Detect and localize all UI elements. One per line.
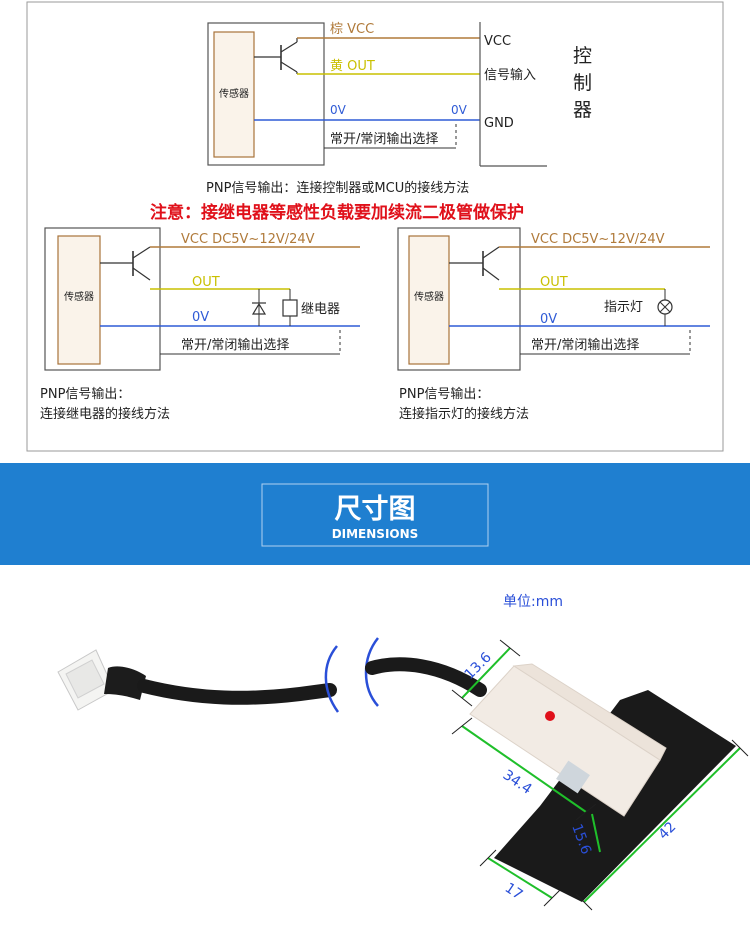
relay-sensor-inner xyxy=(57,235,101,365)
controller-signal: 信号输入 xyxy=(484,67,536,83)
lamp-vcc-label: VCC DC5V~12V/24V xyxy=(531,232,665,247)
dimensions-banner: 尺寸图 DIMENSIONS xyxy=(0,463,750,565)
gnd-left-label: 0V xyxy=(330,103,347,117)
lamp-load-label: 指示灯 xyxy=(604,300,643,315)
relay-sensor-outer xyxy=(44,227,161,371)
sensor-label: 传感器 xyxy=(219,87,249,100)
out-wire-label: 黄 OUT xyxy=(330,59,375,74)
lamp-transistor-collector xyxy=(482,246,500,259)
sensor-outer-box xyxy=(207,22,325,166)
relay-transistor-collector xyxy=(132,246,151,259)
banner-subtitle: DIMENSIONS xyxy=(332,527,419,541)
lamp-transistor-emitter xyxy=(482,267,500,281)
dim-17-line xyxy=(487,857,553,899)
relay-caption-2: 连接继电器的接线方法 xyxy=(40,406,170,422)
cable-left xyxy=(137,679,337,705)
lamp-out-label: OUT xyxy=(540,275,568,290)
lamp-switch-label: 常开/常闭输出选择 xyxy=(531,337,639,353)
dim-42-line xyxy=(583,747,741,903)
warning-text: 注意：接继电器等感性负载要加续流二极管做保护 xyxy=(150,202,524,223)
cable-right xyxy=(365,657,487,697)
relay-wiring-diagram: 传感器 VCC DC5V~12V/24V OUT 0V 继电器 常开/常闭输出选… xyxy=(40,227,360,422)
transistor-collector xyxy=(280,41,298,53)
break-mark-right xyxy=(364,637,379,707)
sensor-label-sticker xyxy=(556,760,590,794)
status-led xyxy=(545,711,555,721)
wiring-frame xyxy=(26,1,724,452)
dim-34-4-line xyxy=(461,725,587,813)
lamp-gnd-label: 0V xyxy=(540,312,557,327)
diode-symbol xyxy=(251,302,267,315)
lamp-caption-2: 连接指示灯的接线方法 xyxy=(399,406,529,422)
relay-vcc-label: VCC DC5V~12V/24V xyxy=(181,232,315,247)
relay-sensor-label: 传感器 xyxy=(64,290,94,303)
unit-label: 单位:mm xyxy=(503,594,563,610)
lamp-sensor-label: 传感器 xyxy=(414,290,444,303)
banner-background xyxy=(0,463,750,565)
switch-label: 常开/常闭输出选择 xyxy=(330,131,438,147)
controller-char-1: 控 xyxy=(573,45,592,67)
vcc-wire-label: 棕 VCC xyxy=(330,22,374,37)
lamp-wiring-diagram: 传感器 VCC DC5V~12V/24V OUT 0V 指示灯 常开/常闭输出选… xyxy=(397,227,710,422)
relay-transistor-emitter xyxy=(132,267,151,281)
banner-title: 尺寸图 xyxy=(335,494,416,525)
relay-switch-label: 常开/常闭输出选择 xyxy=(181,337,289,353)
relay-load-label: 继电器 xyxy=(301,302,340,317)
lamp-icon-cross-2 xyxy=(659,301,671,313)
dim-17-label: 17 xyxy=(502,880,526,903)
controller-char-2: 制 xyxy=(573,72,592,94)
top-wiring-diagram: 传感器 棕 VCC 黄 OUT 0V 0V 常开/常闭输出选择 VCC 信号输入… xyxy=(206,22,592,196)
break-mark-left xyxy=(324,645,340,713)
controller-char-3: 器 xyxy=(573,99,592,121)
lamp-sensor-inner xyxy=(408,235,450,365)
relay-caption-1: PNP信号输出： xyxy=(40,386,130,402)
jst-connector xyxy=(57,649,146,711)
controller-gnd: GND xyxy=(484,116,514,131)
gnd-right-label: 0V xyxy=(451,103,468,117)
transistor-emitter xyxy=(280,61,298,73)
banner-frame xyxy=(261,483,489,547)
relay-gnd-label: 0V xyxy=(192,310,209,325)
dim-15-6-line xyxy=(591,813,601,853)
relay-coil-symbol xyxy=(282,299,298,317)
lamp-sensor-outer xyxy=(397,227,521,371)
controller-vcc: VCC xyxy=(484,34,511,49)
sensor-inner-box xyxy=(213,31,255,158)
dim-13-6-label: 13.6 xyxy=(462,649,495,682)
lamp-caption-1: PNP信号输出： xyxy=(399,386,489,402)
relay-out-label: OUT xyxy=(192,275,220,290)
dim-13-6-line xyxy=(461,647,511,699)
sensor-body-top xyxy=(512,663,667,761)
product-dimension-illustration: 单位:mm 13.6 34.4 15.6 xyxy=(57,594,749,911)
top-caption: PNP信号输出：连接控制器或MCU的接线方法 xyxy=(206,180,469,196)
